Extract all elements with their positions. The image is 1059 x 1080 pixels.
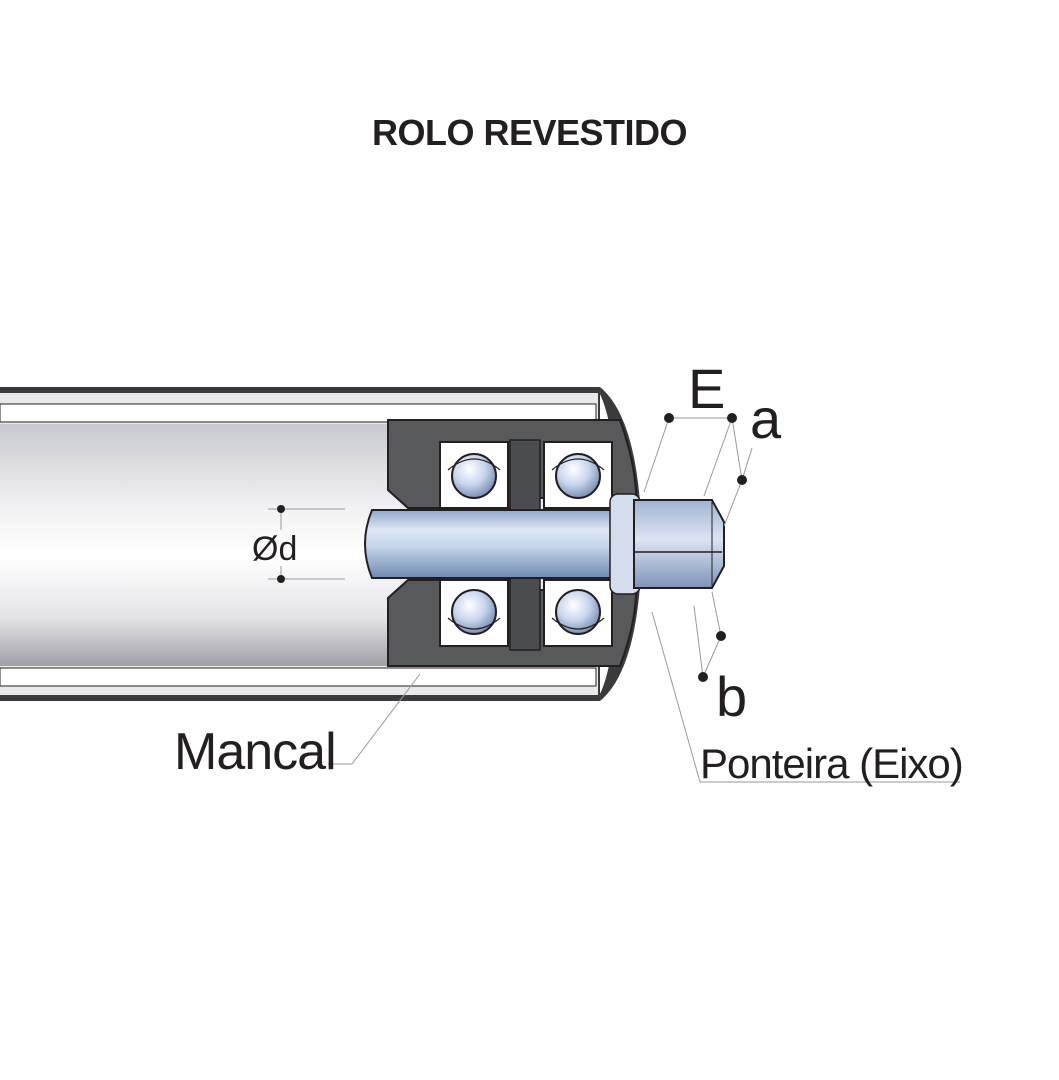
dim-b-dot-lower [698,672,708,682]
bearing-label: Mancal [174,723,337,781]
diagram-title: ROLO REVESTIDO [371,112,688,153]
tip-label: Ponteira (Eixo) [700,740,964,787]
diameter-label: Ød [252,530,298,568]
shaft [364,493,641,595]
dimension-e-label: E [688,357,726,420]
dim-e-dot-left [664,413,674,423]
diameter-dot-top [277,505,285,513]
ball-bearings [439,441,613,647]
dimension-b-label: b [716,665,748,728]
dimension-leaders [328,417,960,783]
hex-tip [633,499,725,589]
dimension-a-label: a [750,387,782,450]
dim-e-dot-right [727,413,737,423]
dim-b-dot-upper [716,631,726,641]
diameter-dot-bottom [277,575,285,583]
dim-a-dot [737,475,747,485]
